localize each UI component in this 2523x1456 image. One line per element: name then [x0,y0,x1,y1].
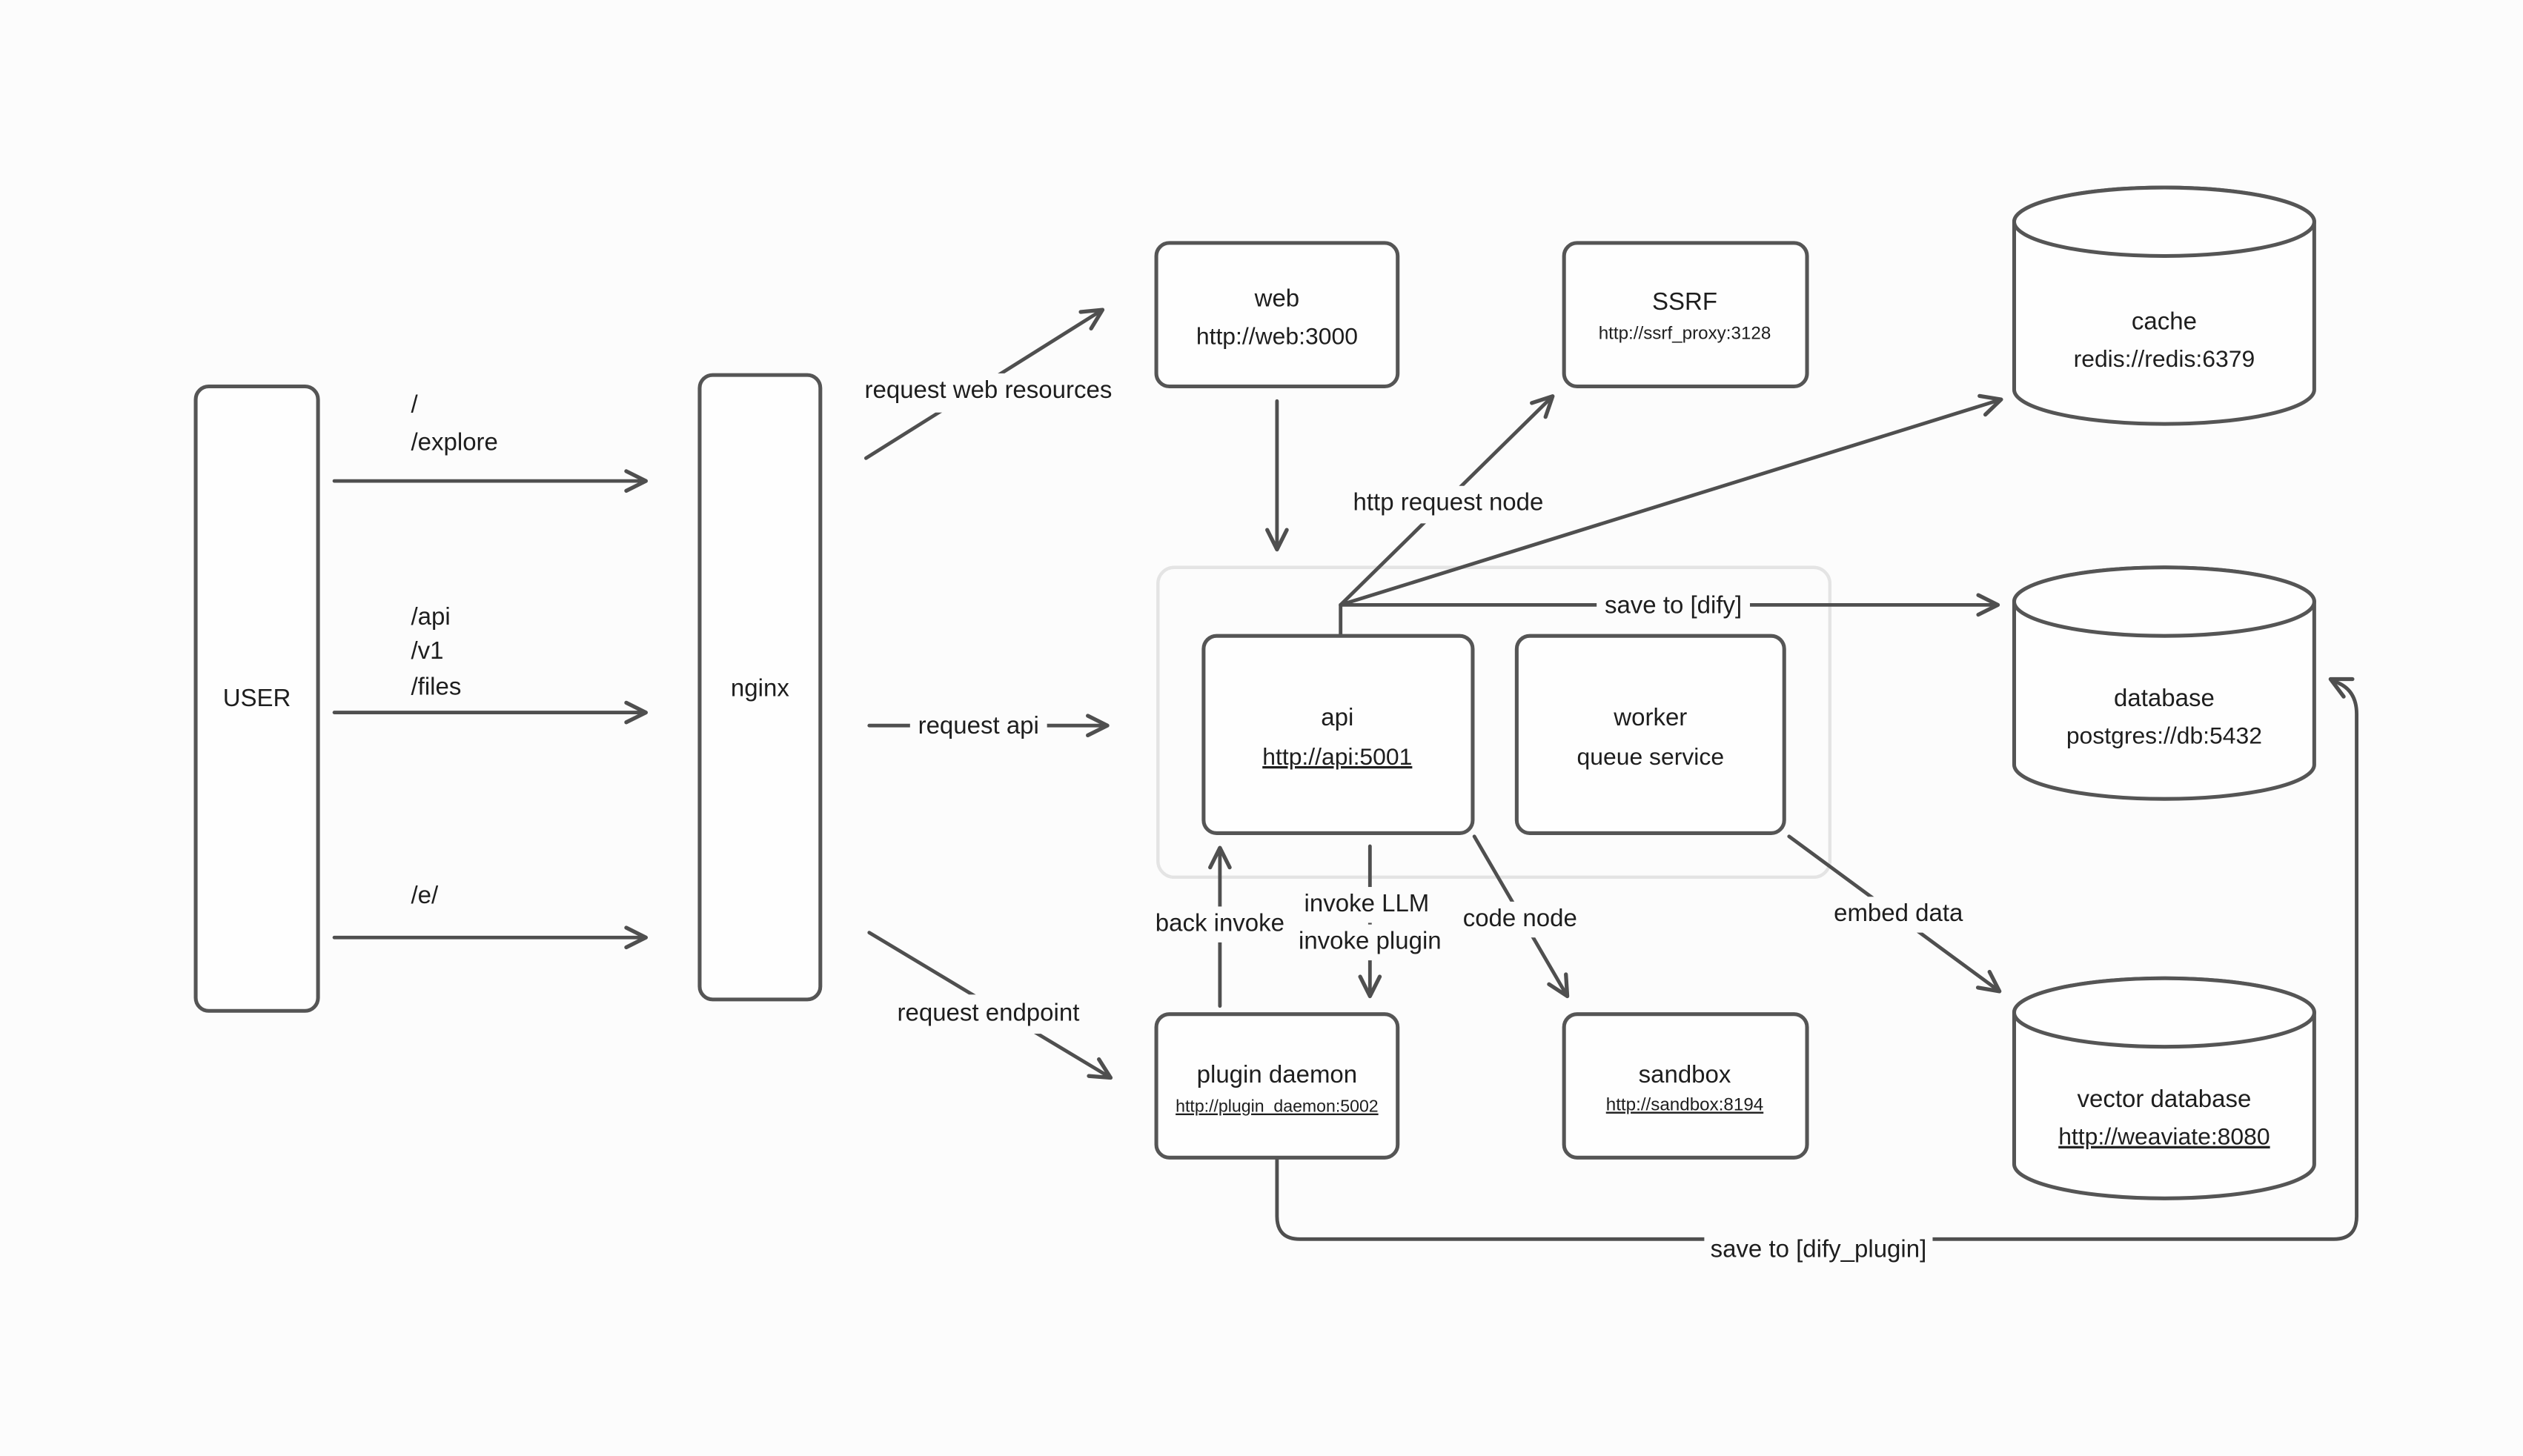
database-cylinder-top [2012,565,2316,638]
label-bg-invoke-llm [1304,887,1432,923]
edge-label-embed-data: embed data [1834,899,1963,926]
label-bg-save-to-dify [1597,587,1751,625]
nginx-node [697,373,823,1002]
edge-label-invoke-plugin: invoke plugin [1299,927,1442,954]
cache-cylinder-top [2012,185,2316,259]
worker-label: worker [1613,703,1687,731]
web-url: http://web:3000 [1196,322,1358,349]
database-label: database [2114,684,2215,711]
edge-label-route-files: /files [411,672,461,699]
edge-plugin-daemon-database [1275,677,2358,1241]
plugin-daemon-url: http://plugin_daemon:5002 [1176,1097,1379,1116]
sandbox-url: http://sandbox:8194 [1606,1094,1763,1114]
worker-sublabel: queue service [1577,743,1725,770]
edge-label-save-to-dify: save to [dify] [1605,591,1742,618]
api-url: http://api:5001 [1262,743,1412,770]
vector-database-cylinder-top [2012,976,2316,1049]
label-bg-request-endpoint [889,994,1088,1034]
vector-database-url: http://weaviate:8080 [2058,1123,2270,1150]
ssrf-label: SSRF [1652,287,1717,315]
edge-label-route-explore: /explore [411,428,497,455]
cache-label: cache [2132,308,2197,335]
edge-label-http-request-node: http request node [1353,488,1544,516]
label-bg-request-api [909,707,1047,744]
edge-label-route-root: / [411,390,418,418]
ssrf-url: http://ssrf_proxy:3128 [1599,324,1771,344]
label-bg-request-web-resources [855,373,1122,413]
edge-label-invoke-llm: invoke LLM [1304,889,1430,917]
edge-label-route-v1: /v1 [411,636,443,664]
edge-label-request-api: request api [918,711,1039,739]
edge-label-request-endpoint: request endpoint [898,998,1080,1025]
edge-labels: / /explore /api /v1 /files /e/ request w… [411,376,1963,1263]
worker-node [1514,634,1786,835]
api-worker-group [1156,565,1832,880]
edge-label-route-e: /e/ [411,881,439,908]
nginx-label: nginx [731,674,789,702]
edge-api-cache [1339,393,2003,607]
label-bg-embed-data [1834,897,1963,933]
label-bg-http-request-node [1345,485,1551,524]
label-bg-code-node [1464,901,1576,938]
web-label: web [1254,285,1300,312]
edge-label-back-invoke: back invoke [1156,908,1284,936]
sandbox-node [1562,1012,1809,1160]
api-node [1201,634,1475,835]
vector-database-label: vector database [2078,1085,2252,1112]
label-bg-save-to-dify-plugin [1704,1229,1933,1272]
user-label: USER [223,684,291,711]
label-bg-invoke-plugin [1295,924,1445,961]
edge-label-route-api: /api [411,602,450,630]
cache-url: redis://redis:6379 [2074,345,2255,372]
api-label: api [1321,703,1353,731]
plugin-daemon-node [1154,1012,1400,1160]
edge-label-save-to-dify-plugin: save to [dify_plugin] [1711,1235,1927,1263]
web-node [1154,241,1400,389]
edge-label-code-node: code node [1463,904,1577,931]
ssrf-node [1562,241,1809,389]
edge-label-request-web-resources: request web resources [865,376,1113,403]
sandbox-label: sandbox [1639,1060,1731,1088]
label-bg-back-invoke [1154,906,1285,943]
user-node [193,384,320,1013]
edge-label-backgrounds [855,373,1963,1272]
nodes: USER nginx web http://web:3000 SSRF http… [193,185,2316,1200]
database-url: postgres://db:5432 [2066,722,2262,748]
plugin-daemon-label: plugin daemon [1197,1060,1358,1088]
